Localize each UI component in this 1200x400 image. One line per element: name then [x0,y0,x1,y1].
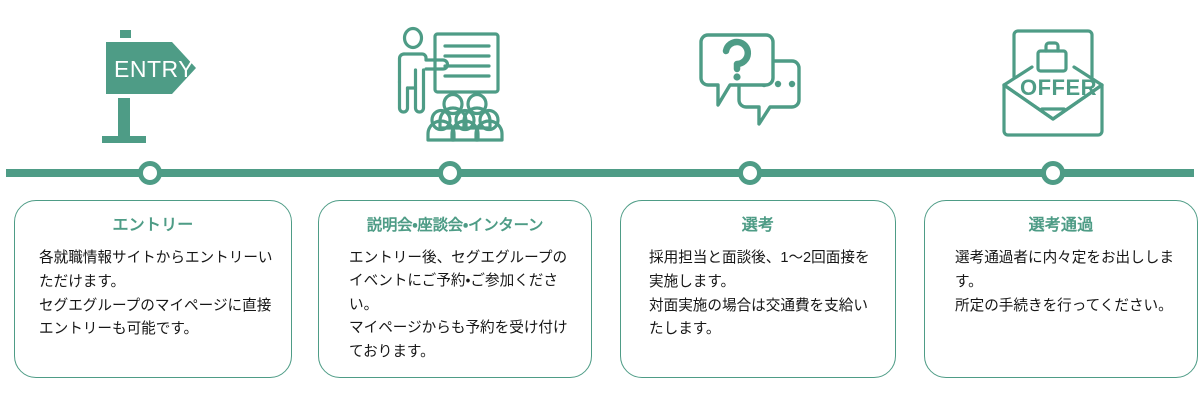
timeline-node-4[interactable] [1041,161,1065,185]
step-description-1: 各就職情報サイトからエントリーいただけます。 セグエグループのマイページに直接エ… [39,250,273,338]
step-icons-row: ENTRY [0,0,1200,160]
step-card-3[interactable]: 選考 採用担当と面談後、1〜2回面接を実施します。 対面実施の場合は交通費を支給… [620,200,896,378]
timeline-node-2[interactable] [438,161,462,185]
step-icon-container-2 [385,18,515,150]
step-card-2[interactable]: 説明会・座談会・インターン エントリー後、セグエグループのイベントにご予約・ご参… [318,200,592,378]
timeline-track [6,169,1194,177]
step-icon-container-4: OFFER [988,18,1118,150]
step-description-2: エントリー後、セグエグループのイベントにご予約・ご参加ください。 マイページから… [349,249,568,361]
entry-sign-label: ENTRY [114,56,194,82]
entry-signpost-icon: ENTRY [102,30,196,143]
step-title-2: 説明会・座談会・インターン [366,217,544,234]
step-description-4: 選考通過者に内々定をお出しします。 所定の手続きを行ってください。 [955,250,1174,314]
step-icon-container-3 [685,18,815,150]
step-title-3: 選考 [741,217,775,234]
step-card-4[interactable]: 選考通過 選考通過者に内々定をお出しします。 所定の手続きを行ってください。 [924,200,1198,378]
step-title-4: 選考通過 [1028,217,1094,234]
step-card-1[interactable]: エントリー 各就職情報サイトからエントリーいただけます。 セグエグループのマイペ… [14,200,292,378]
step-description-3: 採用担当と面談後、1〜2回面接を実施します。 対面実施の場合は交通費を支給いたし… [649,250,870,338]
timeline-node-3[interactable] [738,161,762,185]
presentation-audience-icon [397,26,504,142]
timeline-node-1[interactable] [138,161,162,185]
step-icon-container-1: ENTRY [85,18,215,150]
step-title-1: エントリー [112,217,194,234]
speech-bubbles-question-icon [699,33,801,126]
offer-envelope-icon: OFFER [1002,29,1104,137]
